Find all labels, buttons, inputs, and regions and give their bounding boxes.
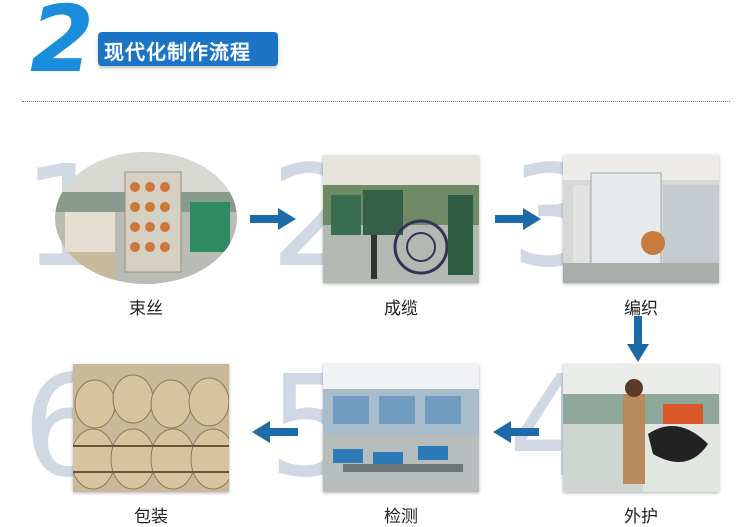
arrow-down-icon [627,316,649,362]
title-badge [98,32,278,66]
photo-cabling [323,155,479,283]
step-label-cabling: 成缆 [384,299,418,319]
section-number: 2 [30,0,95,93]
step-label-packaging: 包装 [134,507,168,527]
arrow-right-icon [495,208,541,230]
step-label-sheathing: 外护 [624,507,658,527]
arrow-left-icon [252,421,298,443]
photo-sheathing [563,364,719,492]
step-label-braiding: 编织 [624,299,658,319]
arrow-left-icon [493,421,539,443]
step-label-testing: 检测 [384,507,418,527]
section-title: 现代化制作流程 [104,40,251,64]
step-label-stranding: 束丝 [129,299,163,319]
photo-stranding [55,152,237,284]
arrow-right-icon [250,208,296,230]
dotted-divider [22,101,730,102]
photo-testing [323,364,479,492]
photo-braiding [563,155,719,283]
photo-packaging [73,364,229,492]
